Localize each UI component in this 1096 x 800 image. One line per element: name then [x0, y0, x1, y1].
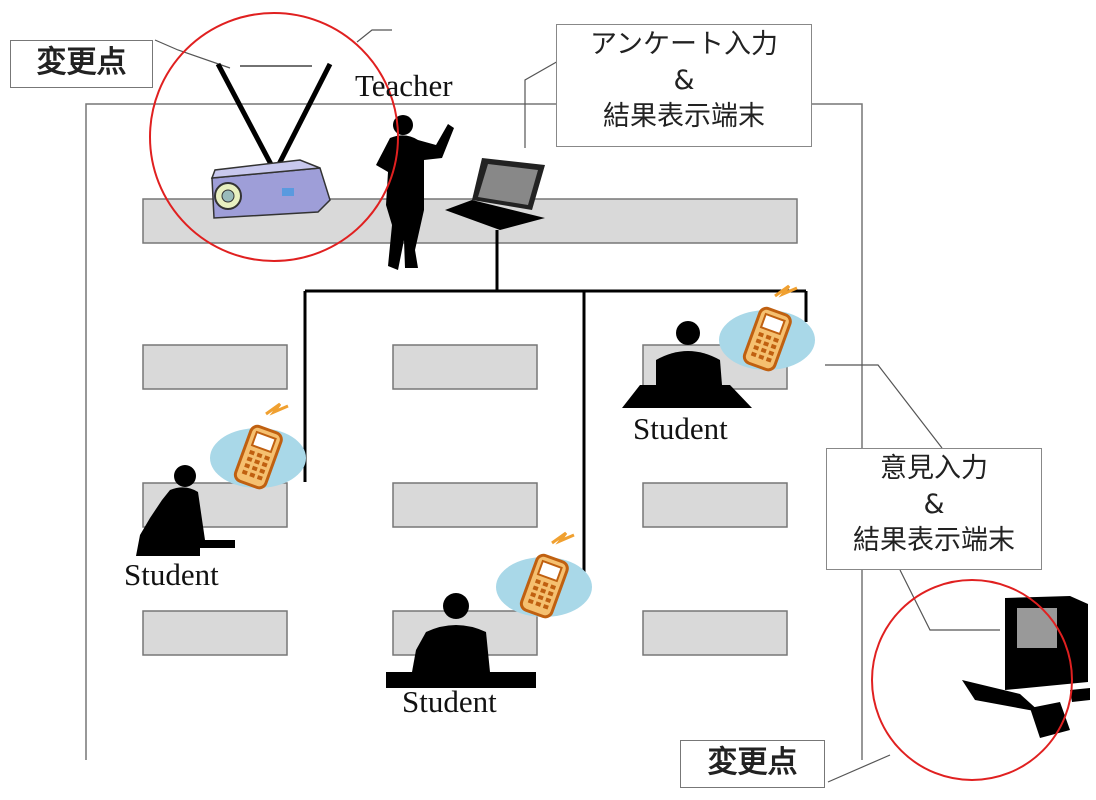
student-silhouette: [622, 321, 752, 408]
highlight-circle: [871, 579, 1073, 781]
desk: [142, 610, 288, 656]
mobile-phone-icon: [208, 402, 308, 492]
room-wall: [85, 103, 863, 760]
projector-screen-lines: [215, 62, 333, 172]
desk: [392, 344, 538, 390]
desk: [142, 344, 288, 390]
callout-line: 結果表示端末: [853, 525, 1015, 556]
callout-line: &: [923, 489, 945, 520]
desk: [642, 610, 788, 656]
student-label: Student: [633, 411, 728, 446]
mobile-phone-icon: [717, 284, 817, 374]
callout-line: アンケート入力: [590, 29, 778, 60]
student-label: Student: [124, 557, 219, 592]
projector-icon: [210, 159, 331, 219]
network-lines: [303, 230, 808, 582]
callout-line: 意見入力: [880, 453, 988, 484]
leader-lines: [154, 29, 1000, 783]
change-point-label: 変更点: [680, 740, 825, 788]
laptop-icon: [445, 158, 545, 230]
teacher-terminal-callout: アンケート入力 & 結果表示端末: [556, 24, 812, 147]
student-label: Student: [402, 684, 497, 719]
mobile-phone-icon: [494, 531, 594, 621]
student-desks: [142, 344, 788, 656]
change-point-text: 変更点: [707, 745, 798, 780]
callout-line: &: [673, 65, 695, 96]
student-silhouette: [136, 465, 235, 556]
desk: [392, 482, 538, 528]
teacher-silhouette: [376, 115, 454, 270]
change-point-label: 変更点: [10, 40, 153, 88]
student-terminal-callout: 意見入力 & 結果表示端末: [826, 448, 1042, 570]
highlight-circle: [149, 12, 399, 262]
teacher-label: Teacher: [355, 68, 453, 103]
change-point-text: 変更点: [36, 45, 127, 80]
callout-line: 結果表示端末: [603, 101, 765, 132]
desk: [642, 482, 788, 528]
student-silhouette: [386, 593, 536, 688]
